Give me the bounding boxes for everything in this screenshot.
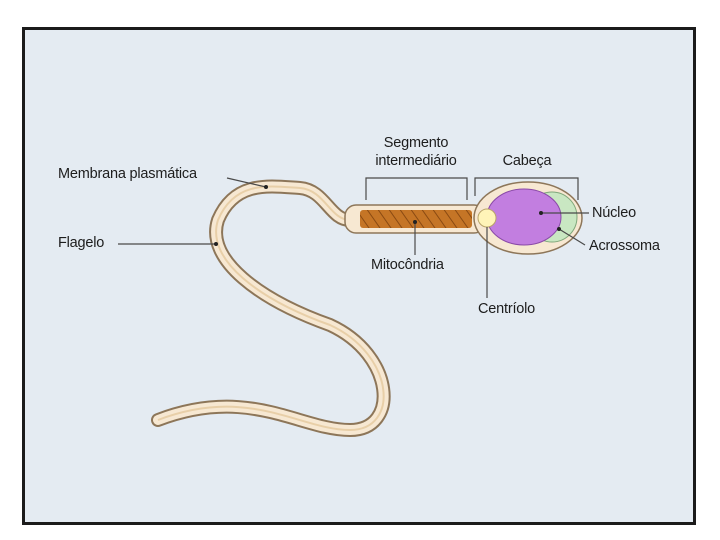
centriole [478, 209, 496, 227]
label-nucleo: Núcleo [592, 205, 636, 222]
head [474, 182, 582, 254]
label-flagelo: Flagelo [58, 235, 104, 252]
label-segmento-line1: Segmento [366, 135, 466, 152]
mitochondria-helix [360, 210, 472, 228]
label-centriolo: Centríolo [478, 301, 535, 318]
label-acrossoma: Acrossoma [589, 238, 660, 255]
label-mitocondria: Mitocôndria [371, 257, 444, 274]
label-cabeca: Cabeça [490, 153, 564, 170]
segment-bracket [366, 178, 467, 200]
label-segmento-line2: intermediário [361, 153, 471, 170]
label-membrana-plasmatica: Membrana plasmática [58, 166, 197, 183]
